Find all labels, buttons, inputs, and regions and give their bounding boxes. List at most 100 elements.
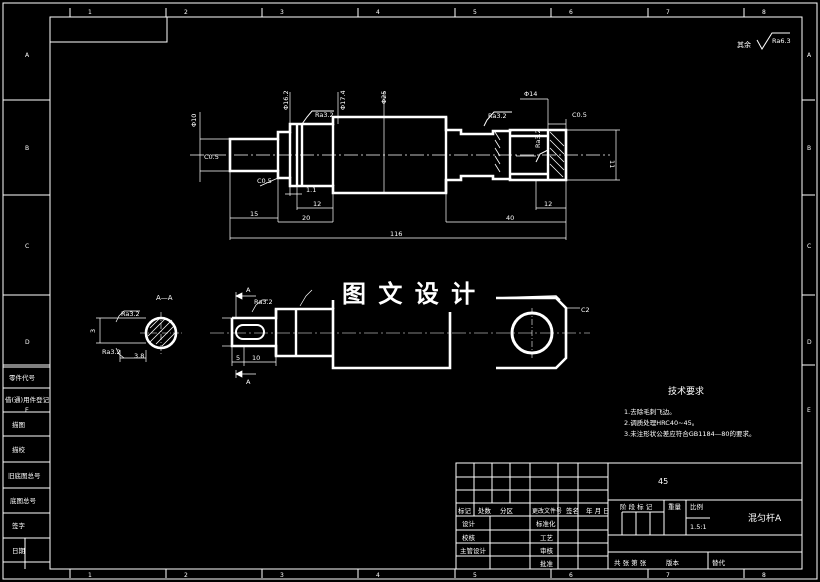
section-view: A—A Ra3.2 Ra3.2 3 3.8 [89,294,184,362]
main-view: Φ10 Φ16.2 Φ17.4 Φ25 Φ14 11 C0.5 C0.5 C0.… [190,90,620,240]
ra-section-top: Ra3.2 [121,310,140,318]
section-title: A—A [156,294,173,302]
hdr-mark: 标记 [458,506,472,515]
scale-label: 比例 [690,502,703,511]
zone-letter: E [807,407,811,414]
title-block-grid [455,462,803,570]
roughness-others-value: Ra6.3 [772,37,791,45]
lower-view: A A Ra3.2 5 10 C2 [210,286,590,386]
zone-num-bottom: 1 [88,572,92,579]
dim-3: 3 [89,329,97,333]
title-block-texts: 45 混匀杆A 1.5:1 阶 段 标 记 重量 比例 共 张 第 张 版本 替… [458,477,782,568]
zone-num-top: 1 [88,9,92,16]
strip-sign: 签字 [12,521,26,530]
dim-12b: 12 [544,200,552,208]
zone-num-bottom: 3 [280,572,284,579]
left-strip-grid [3,366,50,569]
dim-1: 1.1 [306,186,316,194]
dim-40: 40 [506,214,514,222]
zone-letter: A [807,52,812,59]
tech-item-1: 1.去除毛刺飞边。 [624,407,676,416]
dim-20: 20 [302,214,310,222]
strip-trace: 描图 [12,420,25,429]
roughness-marks [301,110,549,163]
watermark-text: 图 文 设 计 [342,280,477,308]
zone-num-top: 5 [473,9,477,16]
zone-num-top: 4 [376,9,380,16]
section-mark-top: A [246,286,251,294]
ra-shaft-right: Ra3.2 [488,112,507,120]
hatching [494,131,565,178]
strip-old-base: 旧底图总号 [8,471,41,480]
strip-date: 日期 [12,547,26,555]
zone-num-bottom: 2 [184,572,188,579]
fork-end [496,296,568,370]
zone-num-top: 6 [569,9,573,16]
ra-section-bottom: Ra3.2 [102,348,121,356]
zone-letter: A [25,52,30,59]
dim-phi10: Φ10 [190,114,198,127]
hdr-change-doc: 更改文件号 [532,507,562,515]
zone-letter: B [807,145,811,152]
dim-phi17: Φ17.4 [339,90,347,110]
zone-letter: D [25,339,30,346]
dim-15: 15 [250,210,258,218]
row-design: 设计 [462,519,476,528]
dim-116: 116 [390,230,402,238]
version-label: 版本 [666,558,680,567]
part-name: 混匀杆A [748,512,782,524]
row-chief: 主管设计 [460,546,487,555]
zone-num-bottom: 5 [473,572,477,579]
zone-num-bottom: 4 [376,572,380,579]
strip-part-code: 零件代号 [9,373,36,382]
zone-letter: B [25,145,29,152]
hdr-sign: 签名 [566,506,579,515]
zone-num-top: 3 [280,9,284,16]
dimension-texts: Φ10 Φ16.2 Φ17.4 Φ25 Φ14 11 C0.5 C0.5 C0.… [190,90,616,238]
dim-11: 11 [608,160,616,168]
dim-phi16: Φ16.2 [282,90,290,110]
dim-c05-mid: C0.5 [257,177,272,185]
section-mark-bottom: A [246,378,251,386]
ra-lower: Ra3.2 [254,298,273,306]
shaft-steps [276,117,550,193]
zone-letter: E [25,407,29,414]
zone-num-bottom: 6 [569,572,573,579]
keyway [235,324,265,340]
zone-num-top: 8 [762,9,766,16]
hdr-date: 年 月 日 [586,506,610,515]
zone-ticks [3,8,815,578]
zone-num-bottom: 7 [666,572,670,579]
replace-label: 替代 [712,558,726,567]
roughness-others-label: 其余 [737,40,751,49]
corner-box [49,16,168,43]
dim-phi14: Φ14 [524,90,537,98]
left-strip-labels: 零件代号 借(通)用件登记 描图 描校 旧底图总号 底图总号 签字 日期 [5,373,50,555]
zone-num-bottom: 8 [762,572,766,579]
tech-item-2: 2.调质处理HRC40~45。 [624,418,698,427]
tech-requirements: 技术要求 1.去除毛刺飞边。 2.调质处理HRC40~45。 3.未注形状公差应… [624,385,756,438]
dim-phi25: Φ25 [380,91,388,104]
dim-10: 10 [252,354,260,362]
roughness-symbol-icon [756,32,790,50]
zone-num-top: 7 [666,9,670,16]
zone-num-top: 2 [184,9,188,16]
dim-3-8: 3.8 [134,352,144,360]
row-approve: 批准 [540,559,554,568]
tech-title: 技术要求 [668,385,704,397]
dim-c2: C2 [581,306,590,314]
lower-shaft-outline [232,307,452,370]
dim-5: 5 [236,354,240,362]
dim-12a: 12 [313,200,321,208]
dimension-lines [199,92,620,240]
strip-base: 底图总号 [10,496,37,505]
row-process: 工艺 [540,534,554,542]
scale-value: 1.5:1 [690,523,707,531]
ra-bore: Ra3.2 [534,129,542,148]
stage-mark-label: 阶 段 标 记 [620,502,653,511]
material: 45 [658,477,668,486]
zone-letter: C [25,243,29,250]
